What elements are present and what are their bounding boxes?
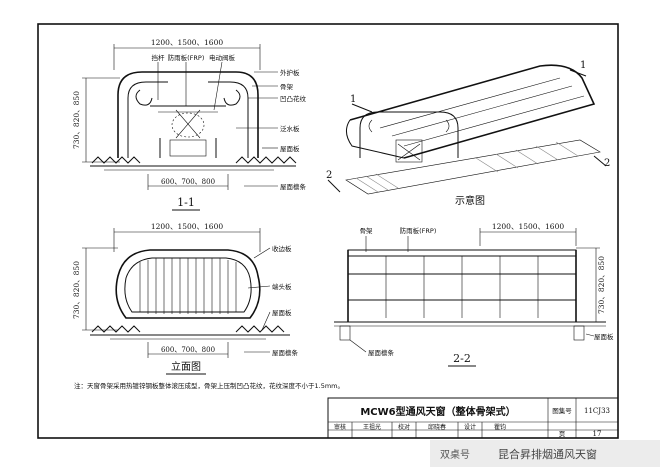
atlas-label: 图集号	[552, 406, 572, 415]
drawing-title: MCW6型通风天窗（整体骨架式）	[360, 405, 515, 418]
callout-baffle: 挡杆	[152, 53, 166, 62]
callout-rain-plate-2-2: 防雨板(FRP)	[400, 226, 437, 235]
marker-2-right: 2	[604, 158, 610, 169]
signoff-review-label: 审核	[334, 423, 346, 431]
marker-1-right: 1	[580, 60, 586, 71]
view-label-2-2: 2-2	[453, 352, 471, 365]
view-label-schematic: 示意图	[455, 194, 485, 207]
page-number: 17	[593, 430, 602, 438]
watermark-source: 双桌号	[440, 448, 470, 461]
callout-purlin-elev: 屋面檩条	[272, 348, 299, 357]
dim-left-elevation: 730、820、850	[72, 261, 81, 319]
page-label: 页	[559, 430, 566, 438]
callout-rain-plate: 防雨板(FRP)	[168, 53, 205, 62]
callout-flashing: 泛水板	[280, 124, 300, 133]
section-2-2: 1200、1500、1600 730、820、850 骨架 防雨板(FRP) 屋…	[334, 222, 614, 367]
marker-2-left: 2	[326, 170, 332, 181]
callout-end-plate: 端头板	[272, 282, 292, 291]
title-block: MCW6型通风天窗（整体骨架式） 图集号 11CJ33 页 17 审核 王祖光 …	[327, 397, 619, 439]
callout-roof-panel-elev: 屋面板	[272, 308, 292, 317]
callout-purlin-2-2: 屋面檩条	[368, 348, 395, 357]
dim-left-1-1: 730、820、850	[72, 91, 81, 149]
dim-top-1-1: 1200、1500、1600	[151, 38, 223, 47]
dim-top-elevation: 1200、1500、1600	[151, 222, 223, 231]
callout-frame: 骨架	[280, 83, 294, 91]
callout-edge-trim: 收边板	[272, 244, 292, 253]
callout-emboss: 凹凸花纹	[280, 94, 307, 103]
atlas-number: 11CJ33	[584, 407, 610, 415]
section-1-1: 1200、1500、1600 730、820、850 600、700、800	[72, 38, 307, 211]
dim-bottom-1-1: 600、700、800	[161, 178, 215, 186]
dim-bottom-elevation: 600、700、800	[161, 346, 215, 354]
callout-outer-shield: 外护板	[280, 68, 300, 77]
schematic-view: 1 1 2 2 示意图	[326, 60, 610, 207]
drawing-note: 注：天窗骨架采用热镀锌钢板整体滚压成型，骨架上压制凹凸花纹，花纹深度不小于1.5…	[74, 381, 344, 390]
dim-top-2-2: 1200、1500、1600	[492, 222, 564, 231]
callout-roof-panel: 屋面板	[280, 144, 300, 153]
signoff-checker: 邱晓春	[428, 423, 446, 431]
signoff-reviewer: 王祖光	[363, 423, 381, 431]
signoff-check-label: 校对	[398, 423, 410, 431]
signoff-design-label: 设计	[464, 423, 476, 431]
callout-frame-2-2: 骨架	[360, 227, 374, 235]
marker-1-left: 1	[350, 94, 356, 105]
view-label-1-1: 1-1	[177, 196, 195, 209]
dim-right-2-2: 730、820、850	[597, 256, 606, 314]
callout-roof-panel-2-2: 屋面板	[594, 332, 614, 341]
watermark: 双桌号 昆合昇排烟通风天窗	[430, 440, 660, 467]
signoff-designer: 瞿钧	[494, 423, 506, 431]
watermark-brand: 昆合昇排烟通风天窗	[498, 447, 597, 461]
elevation-view: 1200、1500、1600 730、820、850 600、700、800	[72, 222, 299, 375]
view-label-elevation: 立面图	[171, 360, 201, 373]
callout-damper: 电动阀板	[209, 53, 236, 62]
callout-purlin: 屋面檩条	[280, 182, 307, 191]
